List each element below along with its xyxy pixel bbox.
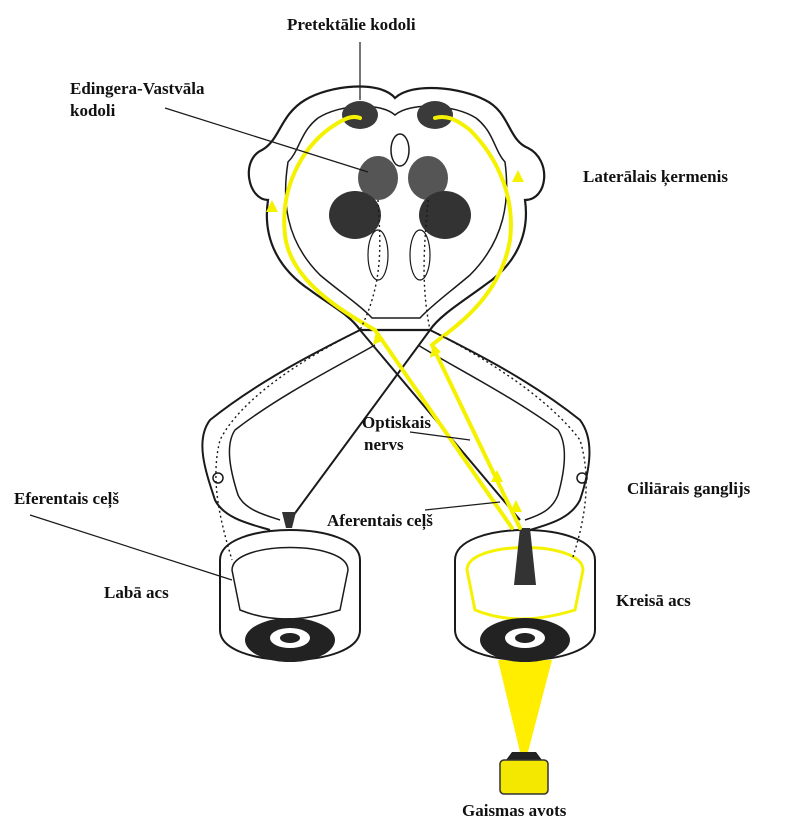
right-eye	[220, 512, 360, 662]
midline-right	[410, 230, 430, 280]
label-pretectal-nuclei: Pretektālie kodoli	[287, 14, 416, 36]
label-afferent: Aferentais ceļš	[327, 510, 433, 532]
left-nerve-inner	[229, 345, 375, 520]
label-efferent: Eferentais ceļš	[14, 488, 119, 510]
aqueduct	[391, 134, 409, 166]
label-right-eye: Labā acs	[104, 582, 169, 604]
label-left-eye: Kreisā acs	[616, 590, 691, 612]
label-light-source: Gaismas avots	[462, 800, 566, 822]
right-nerve-outline	[430, 330, 589, 530]
light-beam	[498, 660, 552, 752]
label-optic-line2: nervs	[364, 434, 404, 456]
light-source-icon	[500, 752, 548, 794]
label-optic-line1: Optiskais	[362, 412, 431, 434]
label-lateral-body: Laterālais ķermenis	[583, 166, 728, 188]
right-nerve-inner	[418, 345, 564, 520]
ciliary-ganglion-right	[213, 473, 223, 483]
label-edinger-line1: Edingera-Vastvāla	[70, 78, 204, 100]
pretectal-nucleus-right	[417, 101, 453, 129]
afferent-arrows	[266, 170, 524, 512]
left-eye	[455, 528, 595, 662]
afferent-path	[284, 117, 520, 528]
label-ciliary-ganglion: Ciliārais ganglijs	[627, 478, 750, 500]
midline-left	[368, 230, 388, 280]
brain-outline	[249, 86, 544, 330]
label-edinger-line2: kodoli	[70, 100, 115, 122]
lateral-body-left	[329, 191, 381, 239]
pretectal-nucleus-left	[342, 101, 378, 129]
